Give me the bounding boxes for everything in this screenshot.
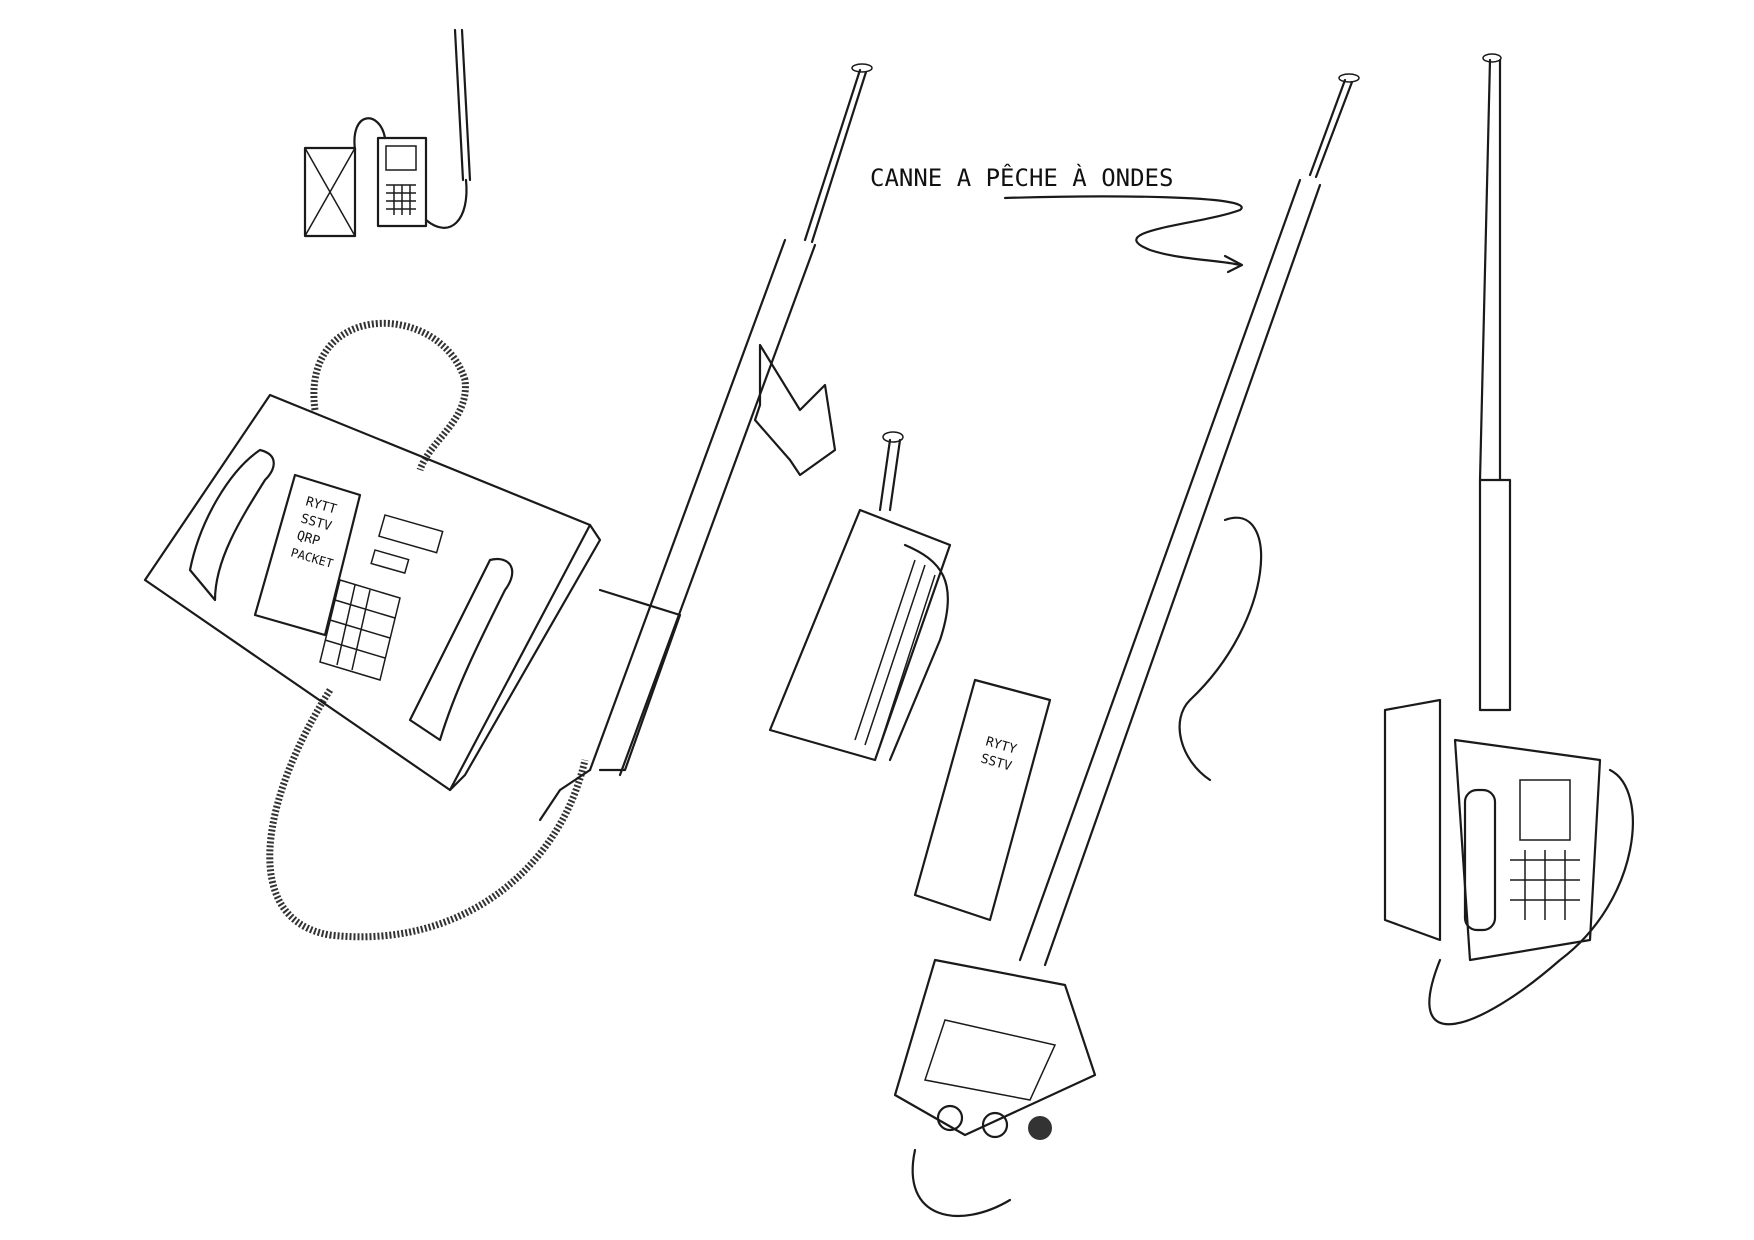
- thumbnail-sketch: [303, 28, 472, 238]
- field-device: RYTY SSTV: [893, 73, 1360, 1218]
- annotation-text: CANNE A PÊCHE À ONDES: [870, 163, 1173, 192]
- console-device: RYTT SSTV QRP PACKET: [143, 319, 602, 941]
- screen-1-line-3: QRP: [295, 528, 322, 549]
- screen-1-line-4: PACKET: [289, 545, 335, 570]
- folded-device: [768, 431, 952, 762]
- transition-arrow: [753, 343, 837, 477]
- antenna-1: [538, 63, 873, 822]
- annotation-arrow: [1003, 195, 1243, 267]
- handheld-radio: [1383, 53, 1634, 1026]
